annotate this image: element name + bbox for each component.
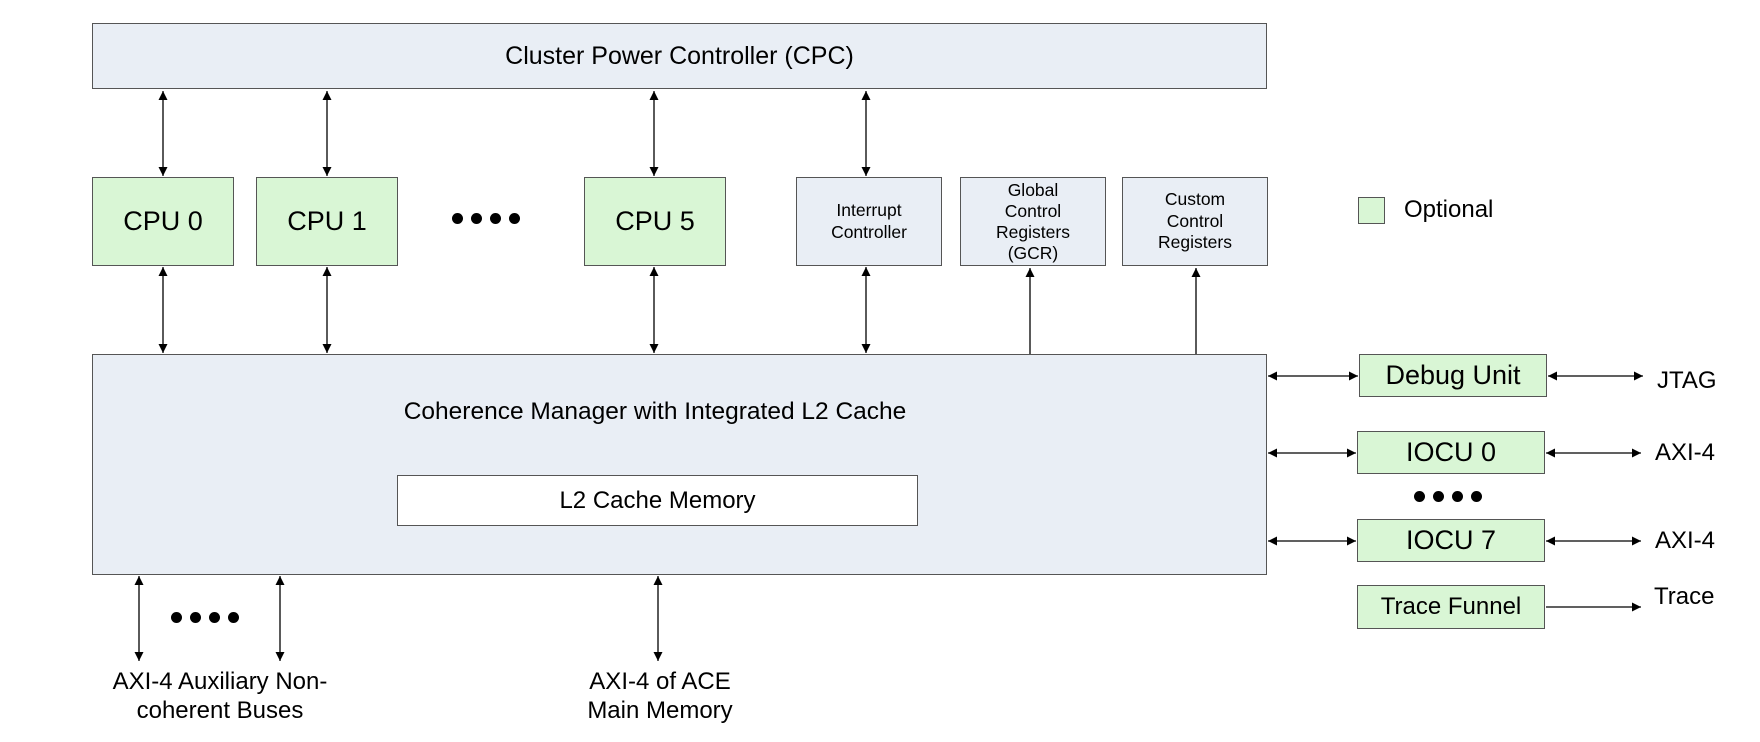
cpc-label: Cluster Power Controller (CPC) (505, 41, 854, 70)
iocu-7-axi-label: AXI-4 (1655, 527, 1716, 554)
trace-funnel-label: Trace Funnel (1380, 593, 1522, 620)
iocu-0-label: IOCU 0 (1405, 437, 1497, 467)
l2-cache-memory-label: L2 Cache Memory (559, 486, 756, 514)
cpu-1-label: CPU 1 (287, 206, 367, 236)
legend-swatch (1358, 196, 1385, 224)
cluster-power-controller: Cluster Power Controller (CPC) (92, 23, 1267, 89)
cpu-ellipsis (452, 213, 520, 224)
iocu-7-label: IOCU 7 (1405, 525, 1497, 555)
trace-label: Trace (1654, 583, 1715, 610)
cpu-5-label: CPU 5 (615, 206, 695, 236)
debug-unit-label: Debug Unit (1385, 360, 1521, 390)
legend: Optional (1358, 196, 1493, 224)
aux-buses-label: AXI-4 Auxiliary Non- coherent Buses (112, 668, 328, 724)
l2-cache-memory-box: L2 Cache Memory (397, 475, 918, 526)
gcr-label: Global Control Registers (GCR) (996, 179, 1070, 263)
cpu-5-box: CPU 5 (584, 177, 726, 266)
legend-label: Optional (1404, 196, 1494, 223)
cpu-1-box: CPU 1 (256, 177, 398, 266)
trace-funnel-box: Trace Funnel (1357, 585, 1545, 629)
custom-control-registers-label: Custom Control Registers (1158, 188, 1232, 253)
custom-control-registers-box: Custom Control Registers (1122, 177, 1268, 266)
iocu-0-axi-label: AXI-4 (1655, 439, 1716, 466)
iocu-7-box: IOCU 7 (1357, 519, 1545, 562)
cpu-0-box: CPU 0 (92, 177, 234, 266)
debug-unit-box: Debug Unit (1359, 354, 1547, 397)
gcr-box: Global Control Registers (GCR) (960, 177, 1106, 266)
cpu-0-label: CPU 0 (123, 206, 203, 236)
interrupt-controller-label: Interrupt Controller (831, 199, 907, 242)
main-memory-label: AXI-4 of ACE Main Memory (587, 668, 733, 724)
interrupt-controller-box: Interrupt Controller (796, 177, 942, 266)
aux-bus-ellipsis (171, 612, 239, 623)
iocu-ellipsis (1414, 491, 1482, 502)
iocu-0-box: IOCU 0 (1357, 431, 1545, 474)
coherence-manager-box (92, 354, 1267, 575)
jtag-label: JTAG (1657, 367, 1717, 394)
coherence-manager-label: Coherence Manager with Integrated L2 Cac… (403, 398, 907, 425)
